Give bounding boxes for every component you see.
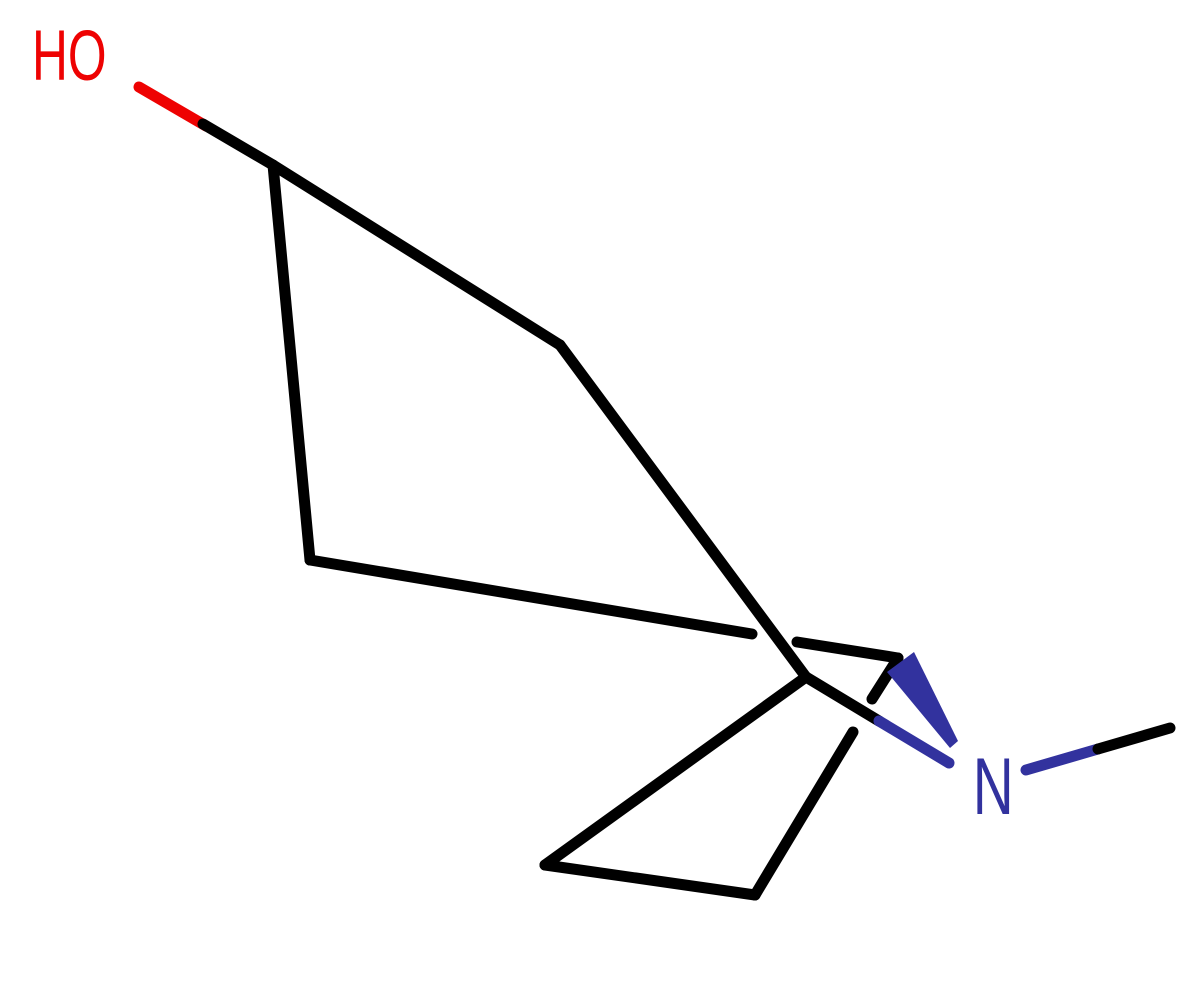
bond-c1-n-black-half (800, 671, 885, 727)
hydroxyl-group-text: HO (31, 16, 107, 96)
bond-c7-c6 (539, 859, 761, 901)
bond-c2-c1 (554, 339, 812, 683)
bond-c6-c5-back (866, 652, 904, 705)
nitrogen-atom-label: N (966, 746, 1020, 827)
bond-c4-c5-back (791, 636, 904, 664)
bond-n-ch3-blue-half (1020, 743, 1104, 776)
bond-c1-n-blue-half (873, 715, 955, 769)
nitrogen-atom-text: N (972, 741, 1014, 832)
bond-n-ch3-black-half (1092, 722, 1176, 755)
bond-c4-c5-front (304, 554, 758, 640)
bond-c1-c7 (539, 671, 812, 871)
stereo-wedge-c5-n (887, 652, 958, 748)
bond-c3-c4 (267, 159, 316, 566)
hydroxyl-group-label: HO (8, 16, 130, 96)
bond-ho-c3-red-half (133, 81, 212, 132)
bond-c3-c2 (267, 159, 566, 351)
bond-ho-c3-black-half (197, 118, 279, 171)
bond-c6-c5-front (749, 726, 859, 901)
